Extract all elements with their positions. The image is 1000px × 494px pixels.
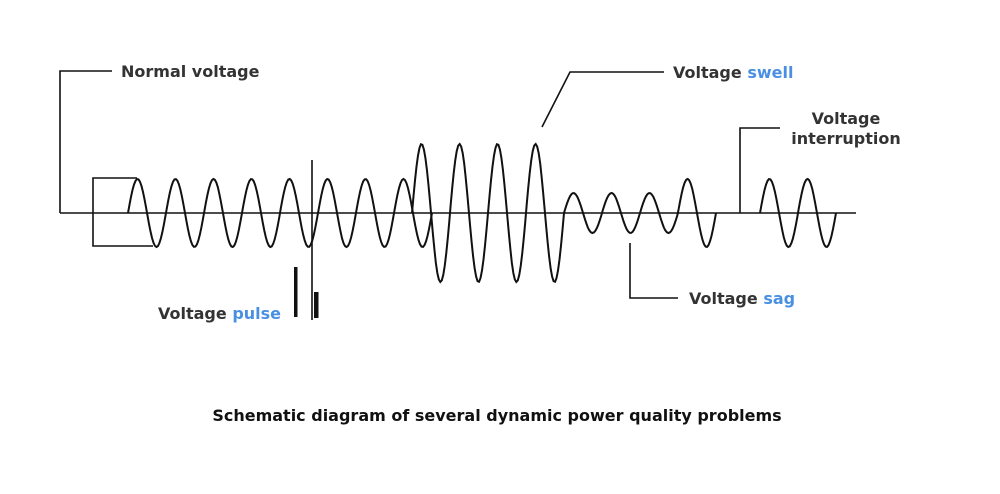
normal-voltage-leader	[59, 70, 112, 213]
diagram-caption: Schematic diagram of several dynamic pow…	[212, 406, 781, 425]
voltage-sag-highlight: sag	[763, 289, 795, 308]
voltage-sag-leader	[629, 243, 678, 299]
amplitude-bracket	[92, 177, 153, 247]
voltage-swell-highlight: swell	[747, 63, 793, 82]
voltage-sag-waveform	[563, 177, 717, 249]
voltage-pulse-highlight: pulse	[232, 304, 281, 323]
voltage-swell-leader	[541, 71, 664, 128]
voltage-pulse-prefix: Voltage	[158, 304, 232, 323]
voltage-sag-label: Voltage sag	[689, 289, 795, 308]
voltage-interruption-leader	[739, 127, 780, 213]
pulse-spike-left	[294, 267, 298, 317]
voltage-sag-prefix: Voltage	[689, 289, 763, 308]
voltage-swell-label: Voltage swell	[673, 63, 793, 82]
pulse-spike-right	[314, 292, 319, 318]
normal-voltage-waveform	[127, 177, 433, 249]
voltage-interruption-label-line1: Voltage	[812, 109, 881, 128]
voltage-interruption-label-line2: interruption	[791, 129, 901, 148]
voltage-swell-waveform	[411, 142, 565, 284]
post-interruption-waveform	[759, 177, 837, 249]
normal-voltage-label: Normal voltage	[121, 62, 260, 81]
voltage-swell-prefix: Voltage	[673, 63, 747, 82]
voltage-pulse-label: Voltage pulse	[158, 304, 281, 323]
